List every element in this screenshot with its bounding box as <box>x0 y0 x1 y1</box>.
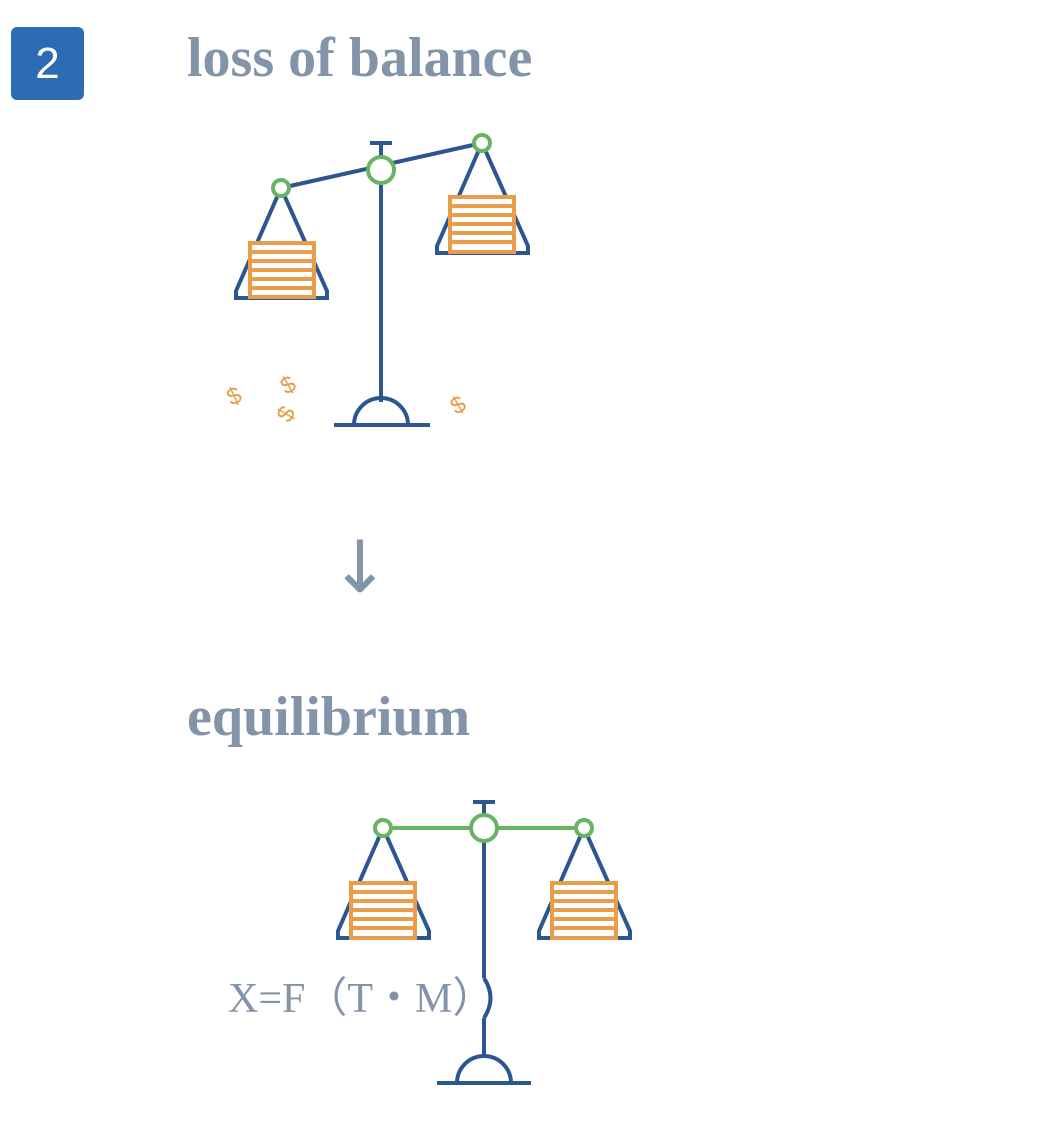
falling-coins: $ $ $ $ <box>222 370 470 426</box>
step-number-badge: 2 <box>11 27 84 100</box>
left-pivot <box>373 818 393 838</box>
dollar-sign-icon: $ <box>222 381 246 411</box>
right-pivot <box>574 818 594 838</box>
dollar-sign-icon: $ <box>276 370 301 400</box>
right-weight-stack <box>448 195 516 254</box>
balance-scale-level-icon <box>336 800 632 1085</box>
left-weight-stack <box>248 241 316 299</box>
step-number: 2 <box>35 38 60 88</box>
scale-stand-spring <box>482 976 493 1020</box>
dollar-sign-icon: $ <box>271 402 301 427</box>
down-arrow-icon: ↓ <box>330 525 390 609</box>
left-weight-stack <box>349 881 417 940</box>
center-pivot <box>469 813 499 843</box>
right-weight-stack <box>550 881 618 940</box>
center-pivot <box>366 155 396 185</box>
balance-scale-tilted-icon <box>234 133 530 427</box>
scale-base <box>454 1054 514 1085</box>
equilibrium-heading: equilibrium <box>187 686 471 748</box>
equilibrium-formula: X=F（T・M） <box>228 976 495 1022</box>
loss-of-balance-heading: loss of balance <box>187 27 533 89</box>
left-pivot <box>271 178 291 198</box>
dollar-sign-icon: $ <box>446 390 471 420</box>
right-pivot <box>472 133 492 153</box>
scale-base <box>351 396 411 427</box>
